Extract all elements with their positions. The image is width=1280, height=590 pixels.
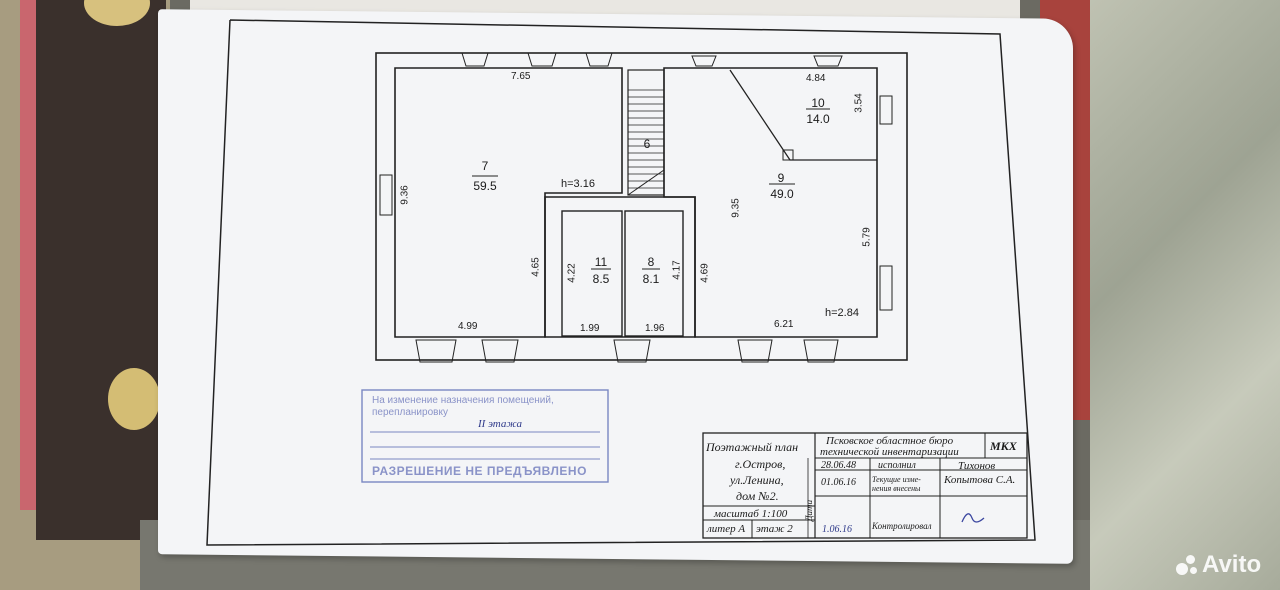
tb-floor: этаж 2: [756, 523, 793, 535]
tb-code: МКХ: [990, 439, 1017, 453]
avito-logo-icon: [1176, 553, 1200, 577]
room-8-area: 8.1: [642, 272, 660, 286]
stamp-line-1: На изменение назначения помещений,: [372, 395, 554, 406]
room-10-area: 14.0: [806, 112, 830, 126]
tb-org-2: технической инвентаризации: [820, 446, 959, 458]
dim-top-right: 4.84: [806, 73, 826, 84]
tb-address-2: ул.Ленина,: [730, 473, 784, 487]
tb-name-1: Тихонов: [958, 460, 996, 472]
dim-bottom-right: 6.21: [774, 319, 794, 330]
tb-date-label: Дата: [804, 499, 815, 522]
dim-bottom-mid2: 1.96: [645, 323, 665, 334]
height-label-1: h=3.16: [561, 178, 595, 190]
dim-room10-side: 3.54: [853, 93, 865, 113]
dim-room11-side: 4.22: [566, 263, 578, 283]
tb-date-1: 28.06.48: [821, 460, 856, 471]
tb-role-2b: нения внесены: [872, 484, 921, 493]
marble-surface: [1090, 0, 1280, 590]
stamp-line-2: перепланировку: [372, 407, 448, 418]
room-8-number: 8: [647, 255, 655, 269]
dim-left: 9.36: [399, 185, 411, 205]
room-7-area: 59.5: [473, 179, 497, 193]
tb-address-3: дом №2.: [736, 489, 779, 503]
stamp-bottom-text: РАЗРЕШЕНИЕ НЕ ПРЕДЪЯВЛЕНО: [372, 464, 587, 478]
room-11-number: 11: [594, 255, 608, 269]
dim-center-right: 9.35: [730, 198, 742, 218]
height-label-2: h=2.84: [825, 307, 859, 319]
room-6-number: 6: [643, 137, 651, 151]
folder-ring-bottom: [108, 368, 160, 430]
tb-date-2: 01.06.16: [821, 477, 856, 488]
tb-role-1: исполнил: [878, 460, 916, 471]
room-7-number: 7: [481, 159, 489, 173]
stamp-handwritten: II этажа: [478, 418, 522, 430]
dim-right: 5.79: [861, 227, 873, 247]
folder-inner: [36, 0, 166, 540]
dim-bottom-mid1: 1.99: [580, 323, 600, 334]
tb-litera: литер А: [707, 523, 746, 535]
room-10-number: 10: [811, 96, 825, 110]
room-9-number: 9: [777, 171, 785, 185]
dim-top-left: 7.65: [511, 71, 531, 82]
room-11-area: 8.5: [592, 272, 610, 286]
tb-title: Поэтажный план: [706, 440, 799, 454]
dim-room8-side: 4.17: [671, 260, 683, 280]
avito-watermark: Avito: [1202, 551, 1262, 578]
tb-role-2a: Текущие изме-: [872, 475, 921, 484]
dim-mid-right: 4.69: [699, 263, 711, 283]
tb-date-3: 1.06.16: [822, 524, 852, 535]
room-9-area: 49.0: [770, 187, 794, 201]
tb-org-1: Псковское областное бюро: [826, 435, 954, 447]
tb-scale: масштаб 1:100: [714, 508, 788, 520]
dim-bottom-left: 4.99: [458, 321, 478, 332]
tb-controlled: Контролировал: [872, 521, 932, 531]
tb-address-1: г.Остров,: [735, 457, 786, 471]
tb-name-2: Копытова С.А.: [944, 474, 1016, 486]
dim-mid-left: 4.65: [530, 257, 542, 277]
